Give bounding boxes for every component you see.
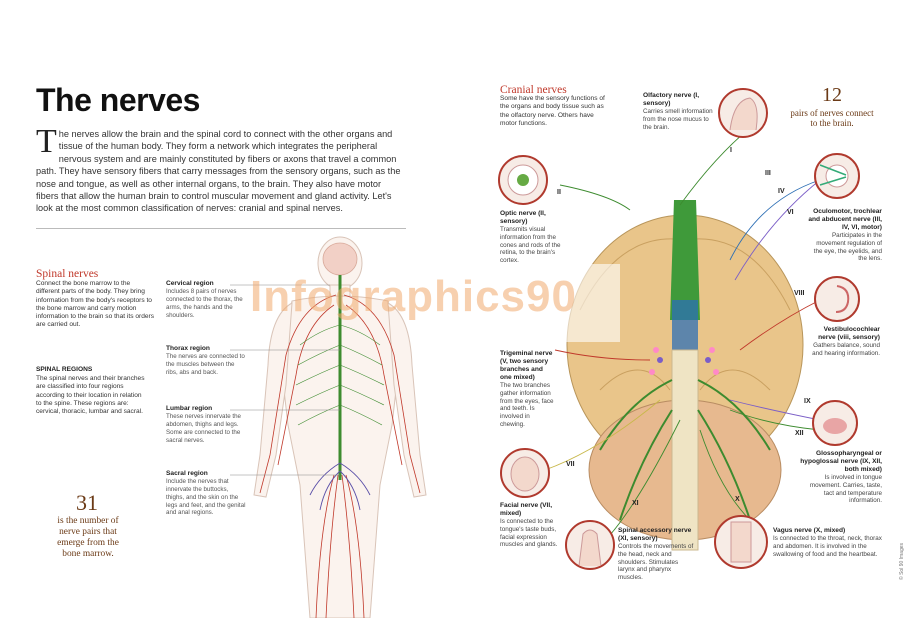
- region-text: The nerves are connected to the muscles …: [166, 353, 245, 376]
- region-text: Include the nerves that innervate the bu…: [166, 478, 246, 517]
- nerve-title: Olfactory nerve (I, sensory): [643, 92, 700, 107]
- cranial-heading: Cranial nerves: [500, 84, 567, 96]
- brainstem: [671, 349, 699, 551]
- spinal-heading: Spinal nerves: [36, 268, 99, 280]
- nerve-title: Vagus nerve (X, mixed): [773, 527, 846, 534]
- numeral-iv: IV: [778, 188, 785, 195]
- nerve-text: Transmits visual information from the co…: [500, 226, 561, 265]
- inset-torso: [714, 515, 768, 569]
- region-label: Lumbar region: [166, 405, 213, 412]
- nerve-title: Optic nerve (II, sensory): [500, 210, 546, 225]
- nerve-text: Controls the movements of the head, neck…: [618, 543, 694, 582]
- nerve-text: Carries smell information from the nose …: [643, 108, 713, 131]
- numeral-xi: XI: [632, 500, 639, 507]
- numeral-vii: VII: [566, 461, 575, 468]
- nerve-olfactory: Olfactory nerve (I, sensory) Carries sme…: [643, 92, 718, 131]
- region-thorax: Thorax region The nerves are connected t…: [166, 345, 246, 377]
- region-label: Thorax region: [166, 345, 210, 352]
- nerve-spinal-accessory: Spinal accessory nerve (XI, sensory) Con…: [618, 527, 696, 582]
- inset-tongue: [812, 400, 858, 446]
- nerve-vagus: Vagus nerve (X, mixed) Is connected to t…: [773, 527, 883, 558]
- nerve-title: Glossopharyngeal or hypoglossal nerve (I…: [800, 450, 882, 473]
- spinal-count-text: is the number of nerve pairs that emerge…: [57, 516, 119, 559]
- olfactory-tract: [670, 200, 700, 320]
- region-label: Sacral region: [166, 470, 208, 477]
- region-label: Cervical region: [166, 280, 214, 287]
- inset-eye-muscles: [814, 153, 860, 199]
- numeral-vi: VI: [787, 209, 794, 216]
- nerve-title: Oculomotor, trochlear and abducent nerve…: [808, 208, 882, 231]
- nerve-text: Is connected to the tongue's taste buds,…: [500, 518, 558, 549]
- watermark-text: Infographics90: [250, 272, 577, 321]
- nerve-text: Is connected to the throat, neck, thorax…: [773, 535, 882, 558]
- nerve-text: Is involved in tongue movement. Carries,…: [809, 474, 882, 505]
- nerve-text: The two branches gather information from…: [500, 382, 554, 428]
- nerve-text: Participates in the movement regulation …: [813, 232, 882, 263]
- body-nervous-system-illustration: [230, 236, 427, 618]
- inset-eye: [498, 155, 548, 205]
- nerve-oculomotor: Oculomotor, trochlear and abducent nerve…: [808, 208, 882, 263]
- spinal-regions-text: The spinal nerves and their branches are…: [36, 375, 145, 416]
- watermark-box: [562, 264, 620, 342]
- inset-face: [500, 448, 550, 498]
- spinal-count: 31: [76, 490, 98, 515]
- cranial-count: 12: [822, 84, 842, 106]
- numeral-ii: II: [557, 189, 561, 196]
- inset-ear: [814, 276, 860, 322]
- page-title: The nerves: [36, 82, 200, 118]
- section-divider: [36, 228, 406, 229]
- nerve-title: Vestibulocochlear nerve (viii, sensory): [818, 326, 880, 341]
- inset-neck: [565, 520, 615, 570]
- nerve-optic: Optic nerve (II, sensory) Transmits visu…: [500, 210, 562, 265]
- sacral-plexus: [309, 462, 371, 511]
- intro-text: he nerves allow the brain and the spinal…: [36, 129, 401, 214]
- region-lumbar: Lumbar region These nerves innervate the…: [166, 405, 246, 444]
- nerve-facial: Facial nerve (VII, mixed) Is connected t…: [500, 502, 560, 549]
- spinal-regions-heading: SPINAL REGIONS: [36, 366, 93, 373]
- numeral-viii: VIII: [794, 290, 805, 297]
- region-text: Includes 8 pairs of nerves connected to …: [166, 288, 243, 319]
- nerve-trigeminal: Trigeminal nerve (V, two sensory branche…: [500, 350, 556, 429]
- cranial-text: Some have the sensory functions of the o…: [500, 95, 605, 127]
- intro-dropcap: T: [36, 123, 57, 160]
- nerve-glossopharyngeal: Glossopharyngeal or hypoglossal nerve (I…: [800, 450, 882, 505]
- image-credit: © Sol 90 Images: [899, 542, 905, 580]
- region-text: These nerves innervate the abdomen, thig…: [166, 413, 241, 444]
- numeral-ix: IX: [804, 398, 811, 405]
- numeral-xii: XII: [795, 430, 804, 437]
- nerve-vestibulocochlear: Vestibulocochlear nerve (viii, sensory) …: [808, 326, 880, 358]
- region-cervical: Cervical region Includes 8 pairs of nerv…: [166, 280, 246, 319]
- brain-base-illustration: [566, 200, 804, 551]
- numeral-x: X: [735, 496, 740, 503]
- nerve-title: Trigeminal nerve (V, two sensory branche…: [500, 350, 553, 381]
- inset-olfactory: [718, 88, 768, 138]
- spinal-text: Connect the bone marrow to the different…: [36, 280, 155, 329]
- nerve-text: Gathers balance, sound and hearing infor…: [812, 342, 880, 357]
- numeral-i: I: [730, 147, 732, 154]
- region-sacral: Sacral region Include the nerves that in…: [166, 470, 246, 517]
- nerve-title: Facial nerve (VII, mixed): [500, 502, 553, 517]
- numeral-iii: III: [765, 170, 771, 177]
- nerve-title: Spinal accessory nerve (XI, sensory): [618, 527, 692, 542]
- cranial-count-text: pairs of nerves connect to the brain.: [790, 108, 874, 128]
